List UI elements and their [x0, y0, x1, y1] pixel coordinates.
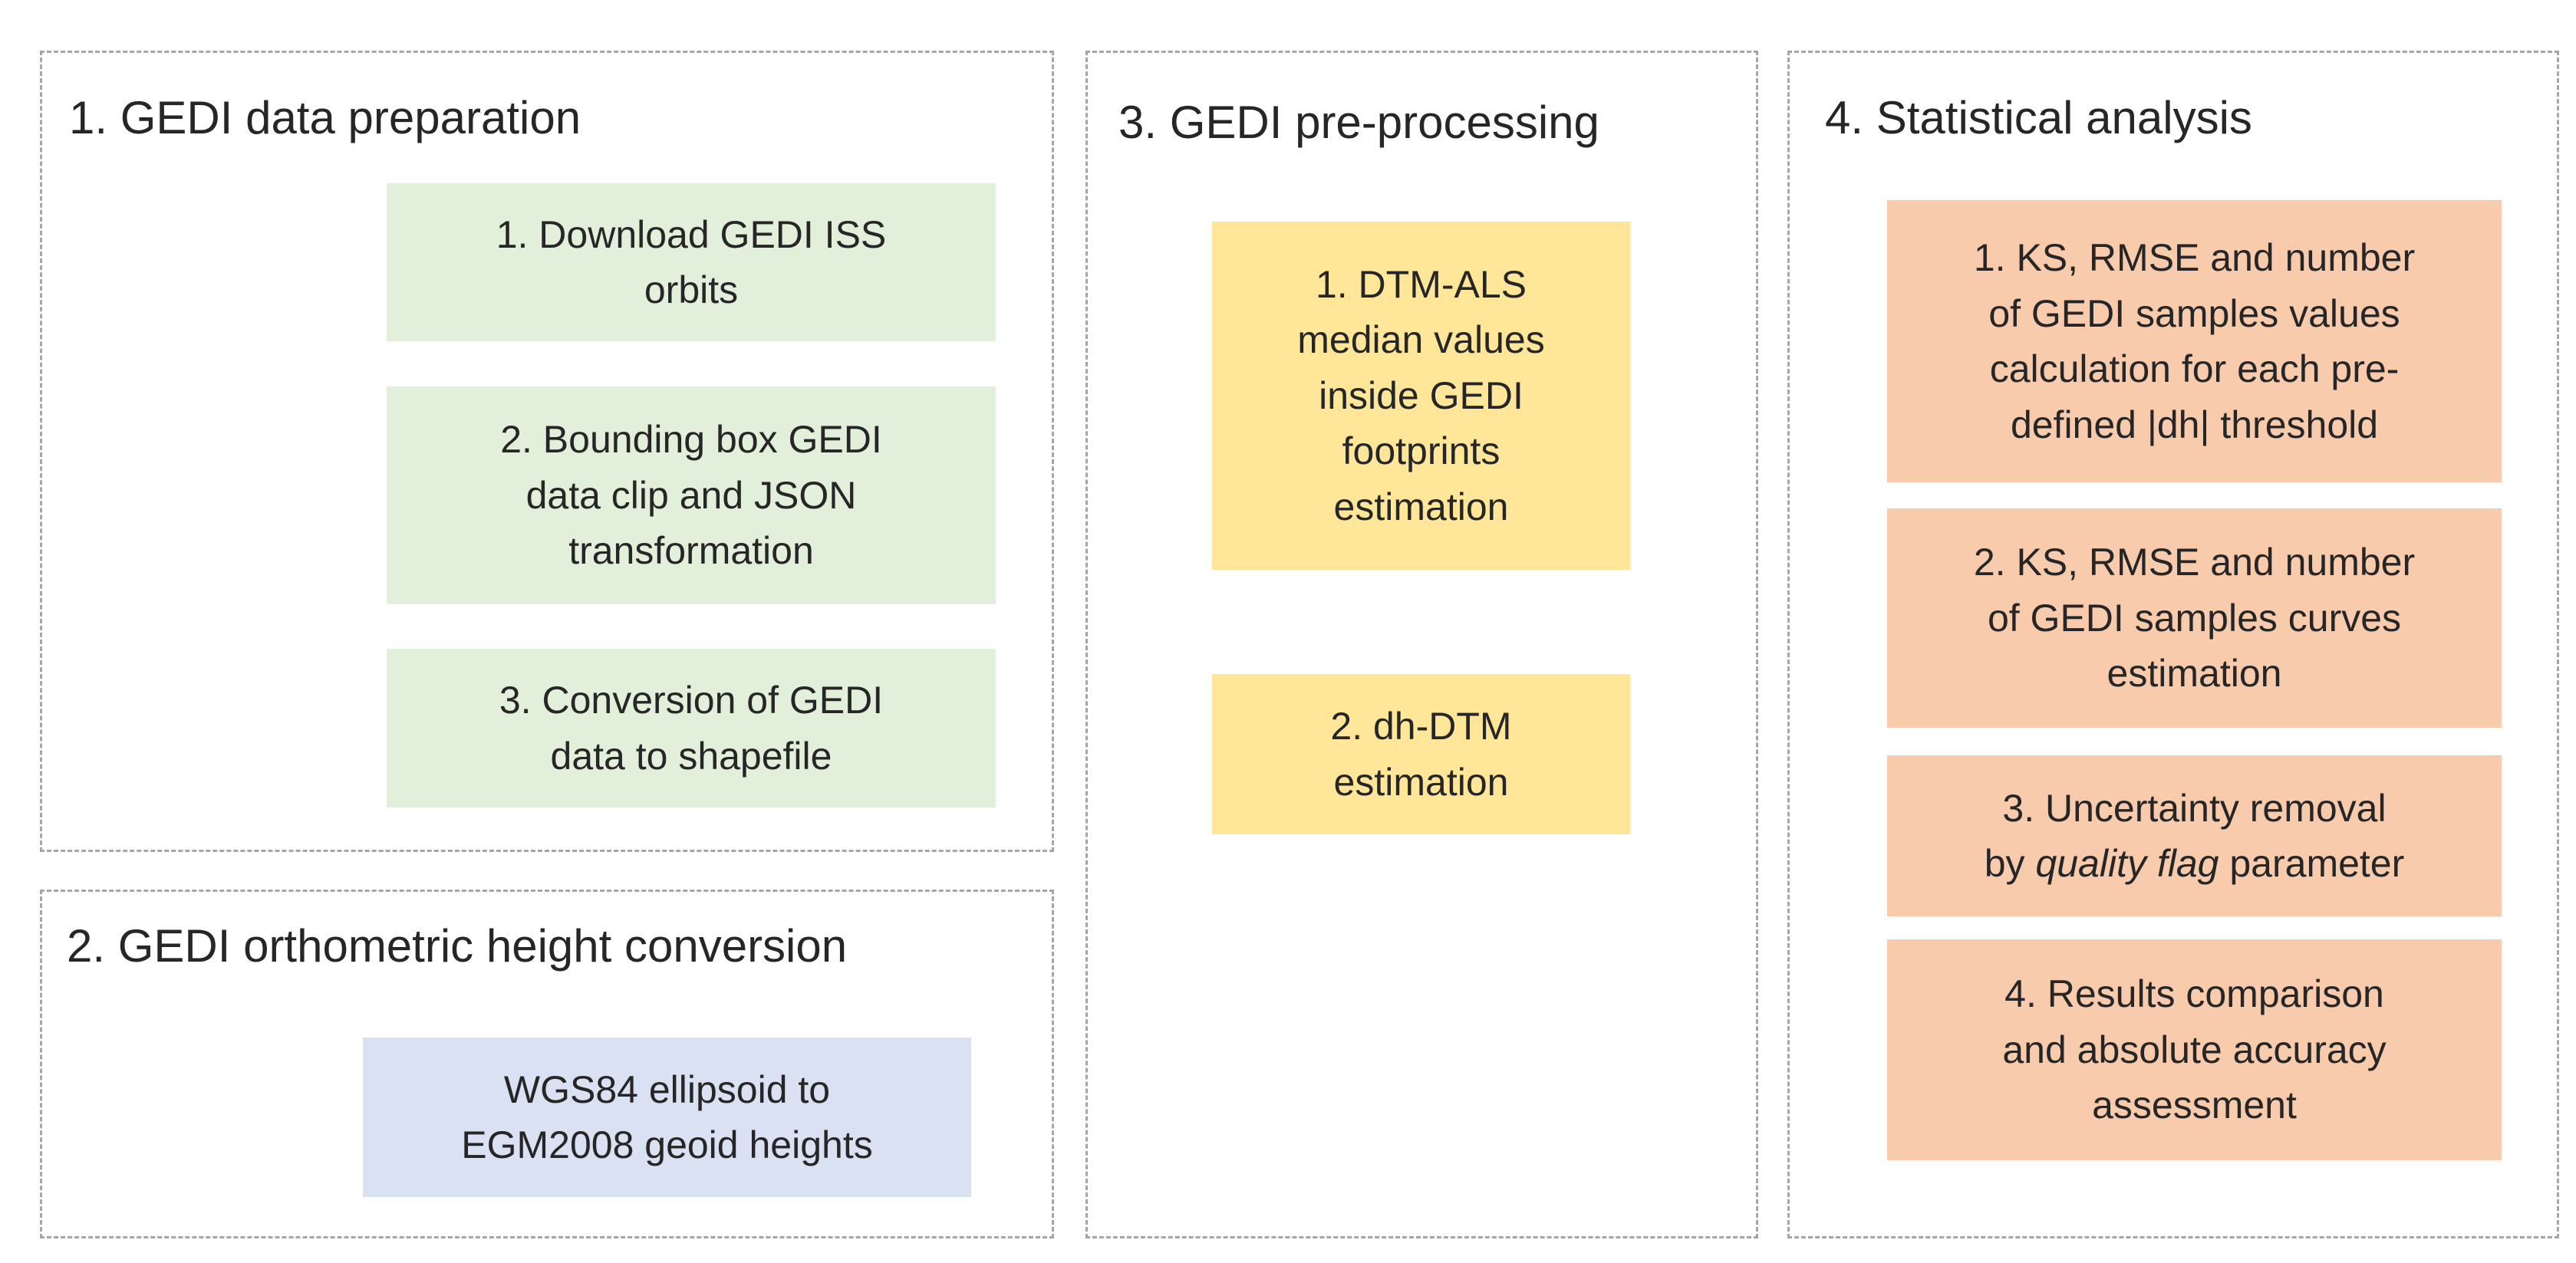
- step-ellipsoid-to-geoid: WGS84 ellipsoid to EGM2008 geoid heights: [363, 1038, 971, 1197]
- panel-height-conversion: 2. GEDI orthometric height conversion WG…: [40, 890, 1054, 1238]
- panel-title-statistical-analysis: 4. Statistical analysis: [1825, 92, 2252, 143]
- step-threshold-calculation: 1. KS, RMSE and number of GEDI samples v…: [1887, 200, 2502, 482]
- panel-data-preparation: 1. GEDI data preparation 1. Download GED…: [40, 51, 1054, 852]
- step-dh-dtm: 2. dh-DTM estimation: [1212, 674, 1630, 834]
- step-bounding-box-clip: 2. Bounding box GEDI data clip and JSON …: [387, 386, 996, 604]
- panel-title-data-preparation: 1. GEDI data preparation: [69, 92, 581, 143]
- step-dtm-als-median: 1. DTM-ALS median values inside GEDI foo…: [1212, 222, 1630, 570]
- step-uncertainty-removal: 3. Uncertainty removal by quality flag p…: [1887, 755, 2502, 916]
- panel-pre-processing: 3. GEDI pre-processing 1. DTM-ALS median…: [1085, 51, 1758, 1238]
- step-results-comparison: 4. Results comparison and absolute accur…: [1887, 939, 2502, 1160]
- quality-flag-term: quality flag: [2035, 842, 2219, 885]
- step-conversion-shapefile: 3. Conversion of GEDI data to shapefile: [387, 649, 996, 807]
- step-download-orbits: 1. Download GEDI ISS orbits: [387, 183, 996, 341]
- panel-statistical-analysis: 4. Statistical analysis 1. KS, RMSE and …: [1787, 51, 2559, 1238]
- step-curves-estimation: 2. KS, RMSE and number of GEDI samples c…: [1887, 508, 2502, 728]
- panel-title-pre-processing: 3. GEDI pre-processing: [1118, 97, 1599, 148]
- panel-title-height-conversion: 2. GEDI orthometric height conversion: [67, 920, 848, 972]
